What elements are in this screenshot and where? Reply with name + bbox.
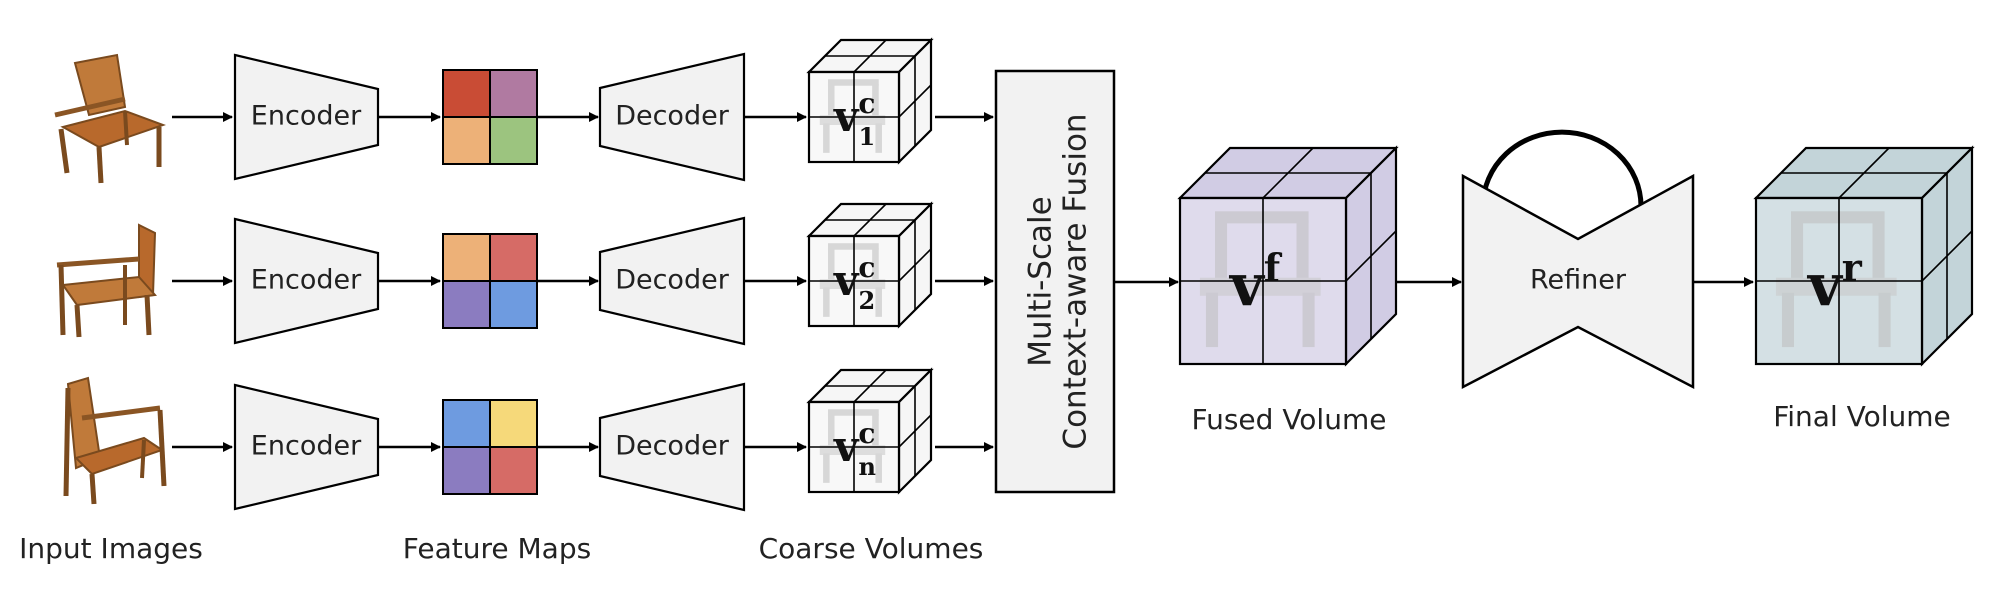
feature-map-cell xyxy=(442,280,491,329)
coarse-volume-cube-shape xyxy=(806,37,934,165)
decoder-label: Decoder xyxy=(615,265,730,296)
coarse-volume-cube-shape xyxy=(806,367,934,495)
fused-volume-shape xyxy=(1177,145,1399,367)
feature-map-cell xyxy=(489,399,538,448)
feature-map xyxy=(442,69,538,165)
encoder-block: Encoder xyxy=(233,383,380,511)
final-volume-caption: Final Volume xyxy=(1773,400,1951,433)
refiner-block: Refiner xyxy=(1461,129,1695,390)
final-volume-shape xyxy=(1753,145,1975,367)
feature-map xyxy=(442,399,538,495)
encoder-block: Encoder xyxy=(233,217,380,345)
decoder-block: Decoder xyxy=(598,382,746,512)
decoder-block: Decoder xyxy=(598,52,746,182)
coarse-volumes-caption: Coarse Volumes xyxy=(759,532,984,565)
input-image-1 xyxy=(54,53,166,184)
feature-map-cell xyxy=(489,69,538,118)
fusion-label-line2: Context-aware Fusion xyxy=(1058,113,1094,449)
encoder-label: Encoder xyxy=(251,431,362,462)
fused-volume-cube: vf xyxy=(1177,145,1399,367)
refiner-skip-connection xyxy=(1480,129,1644,207)
input-image-3 xyxy=(63,376,167,505)
encoder-block: Encoder xyxy=(233,53,380,181)
final-volume-cube: vr xyxy=(1753,145,1975,367)
fused-volume-label: vf xyxy=(1228,245,1283,319)
feature-map-cell xyxy=(442,233,491,282)
feature-map-cell xyxy=(442,116,491,165)
encoder-label: Encoder xyxy=(251,265,362,296)
feature-map-cell xyxy=(489,233,538,282)
feature-map xyxy=(442,233,538,329)
decoder-label: Decoder xyxy=(615,431,730,462)
fusion-block: Multi-Scale Context-aware Fusion xyxy=(994,69,1116,494)
feature-maps-caption: Feature Maps xyxy=(403,532,591,565)
input-image-2 xyxy=(56,223,158,338)
refiner-label: Refiner xyxy=(1530,265,1627,296)
fusion-label-line1: Multi-Scale xyxy=(1023,196,1059,366)
feature-map-cell xyxy=(442,446,491,495)
feature-map-cell xyxy=(489,116,538,165)
encoder-label: Encoder xyxy=(251,101,362,132)
feature-map-cell xyxy=(489,446,538,495)
fused-volume-caption: Fused Volume xyxy=(1192,403,1387,436)
final-volume-label: vr xyxy=(1806,245,1863,319)
decoder-block: Decoder xyxy=(598,216,746,346)
coarse-volume-cube-shape xyxy=(806,201,934,329)
feature-map-cell xyxy=(442,399,491,448)
feature-map-cell xyxy=(489,280,538,329)
decoder-label: Decoder xyxy=(615,101,730,132)
feature-map-cell xyxy=(442,69,491,118)
input-images-caption: Input Images xyxy=(19,532,203,565)
